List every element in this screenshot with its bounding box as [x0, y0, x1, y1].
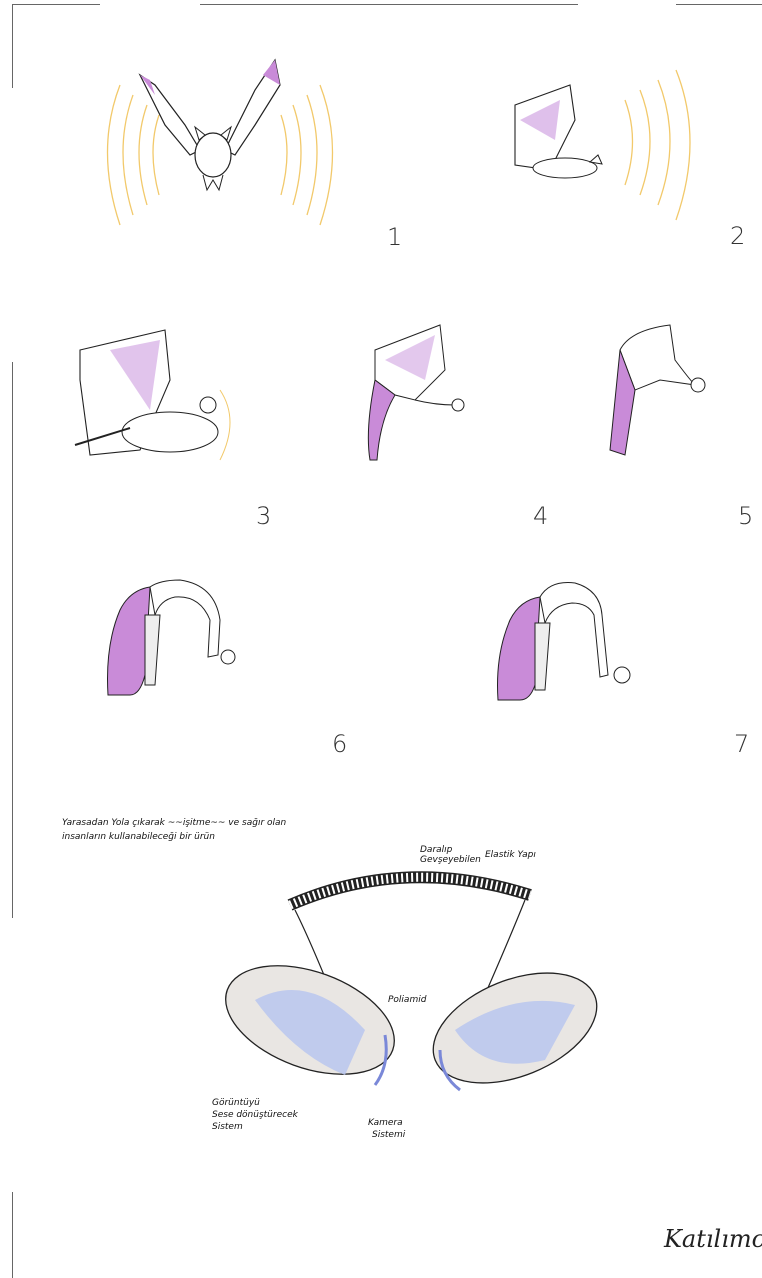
step-1-bat-echolocation: 1 — [95, 55, 345, 240]
label-camera-system-line-1: Kamera — [368, 1118, 403, 1128]
label-image-to-sound-line-2: Sese dönüştürecek — [212, 1110, 298, 1120]
step-number-1: 1 — [387, 223, 402, 251]
step-5-early-device: 5 — [600, 320, 762, 530]
step-7-hearing-aid-final: 7 — [490, 575, 762, 760]
label-image-to-sound-line-3: Sistem — [212, 1122, 243, 1132]
participant-signature: Katılımcı — [664, 1225, 762, 1253]
label-elastic-band-line-3: Elastik Yapı — [485, 850, 536, 860]
frame-line-top-left — [12, 4, 100, 5]
product-description-line-1: Yarasadan Yola çıkarak ~~işitme~~ ve sağ… — [62, 818, 286, 828]
frame-line-left-2 — [12, 362, 13, 918]
frame-line-top-right — [676, 4, 762, 5]
wing-shape-drawing — [355, 320, 495, 470]
early-device-drawing — [600, 320, 720, 470]
headset-product-drawing — [215, 860, 615, 1120]
label-elastic-band-line-2: Gevşeyebilen — [420, 855, 481, 865]
frame-line-top-center — [200, 4, 578, 5]
hearing-aid-drawing-6 — [100, 575, 250, 705]
step-6-hearing-aid: 6 — [100, 575, 360, 760]
step-2-bat-side: 2 — [490, 60, 740, 245]
bat-front-drawing — [95, 55, 345, 240]
label-material: Poliamid — [388, 995, 426, 1005]
frame-line-left-1 — [12, 4, 13, 88]
step-number-5: 5 — [738, 502, 753, 530]
product-description-line-2: insanların kullanabileceği bir ürün — [62, 832, 215, 842]
step-3-bat-transform: 3 — [70, 320, 280, 530]
step-4-wing-shape: 4 — [355, 320, 555, 530]
step-number-3: 3 — [256, 502, 271, 530]
step-number-7: 7 — [734, 730, 749, 758]
bat-side-drawing — [490, 60, 720, 230]
label-camera-system-line-2: Sistemi — [372, 1130, 405, 1140]
label-image-to-sound-line-1: Görüntüyü — [212, 1098, 260, 1108]
hearing-aid-drawing-7 — [490, 575, 640, 705]
step-number-4: 4 — [533, 502, 548, 530]
frame-line-left-3 — [12, 1192, 13, 1278]
label-elastic-band-line-1: Daralıp — [420, 845, 452, 855]
step-number-2: 2 — [730, 222, 745, 250]
step-number-6: 6 — [332, 730, 347, 758]
headset-drawing — [215, 860, 615, 1120]
bat-transform-drawing — [70, 320, 270, 490]
